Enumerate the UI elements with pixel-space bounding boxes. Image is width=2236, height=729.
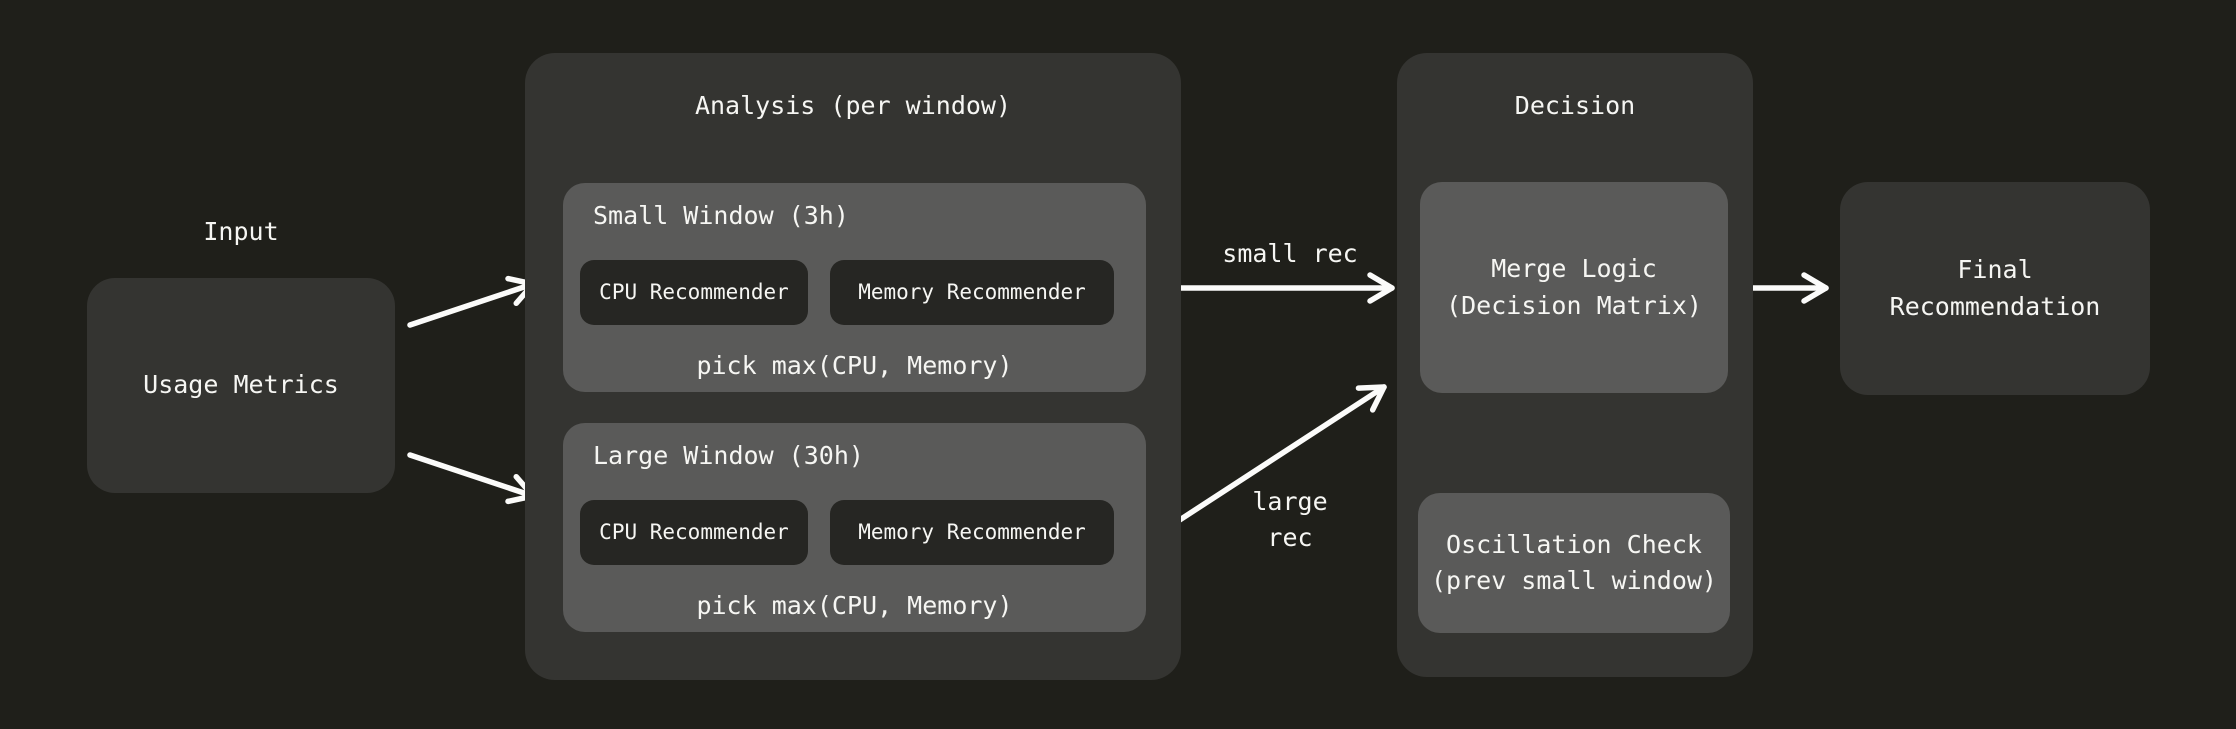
large-window-pick-max-label: pick max(CPU, Memory) [696,591,1013,620]
cpu-recommender-label: CPU Recommender [599,520,789,545]
large-window-title: Large Window (30h) [593,441,864,470]
small-window-panel: Small Window (3h) CPU Recommender Memory… [563,183,1146,392]
edge-label-small-rec: small rec [1222,239,1358,268]
small-window-cpu-recommender-chip: CPU Recommender [580,260,808,325]
oscillation-check-node: Oscillation Check (prev small window) [1418,493,1730,633]
cpu-recommender-label: CPU Recommender [599,280,789,305]
final-recommendation-label: Final Recommendation [1889,255,2101,321]
large-window-memory-recommender-chip: Memory Recommender [830,500,1114,565]
small-window-memory-recommender-chip: Memory Recommender [830,260,1114,325]
small-window-pick-max-label: pick max(CPU, Memory) [696,351,1013,380]
usage-metrics-node: Usage Metrics [87,278,395,493]
large-window-panel: Large Window (30h) CPU Recommender Memor… [563,423,1146,632]
merge-logic-node: Merge Logic (Decision Matrix) [1420,182,1728,393]
usage-metrics-label: Usage Metrics [143,370,339,400]
edge-usage-to-small-window [407,275,536,328]
decision-container-title: Decision [1514,91,1636,120]
large-window-cpu-recommender-chip: CPU Recommender [580,500,808,565]
oscillation-check-label: Oscillation Check (prev small window) [1431,529,1717,595]
edge-large-window-to-merge-logic [1149,384,1387,541]
small-window-title: Small Window (3h) [593,201,849,230]
final-recommendation-node: Final Recommendation [1840,182,2150,395]
input-section-label: Input [203,217,279,246]
memory-recommender-label: Memory Recommender [858,280,1086,305]
memory-recommender-label: Memory Recommender [858,520,1086,545]
merge-logic-label: Merge Logic (Decision Matrix) [1446,254,1702,320]
edge-usage-to-large-window [407,452,536,505]
analysis-container: Analysis (per window) Small Window (3h) … [525,53,1181,680]
edge-label-large-rec: large rec [1252,487,1328,553]
analysis-container-title: Analysis (per window) [694,91,1012,120]
decision-container: Decision Merge Logic (Decision Matrix) O… [1397,53,1753,677]
